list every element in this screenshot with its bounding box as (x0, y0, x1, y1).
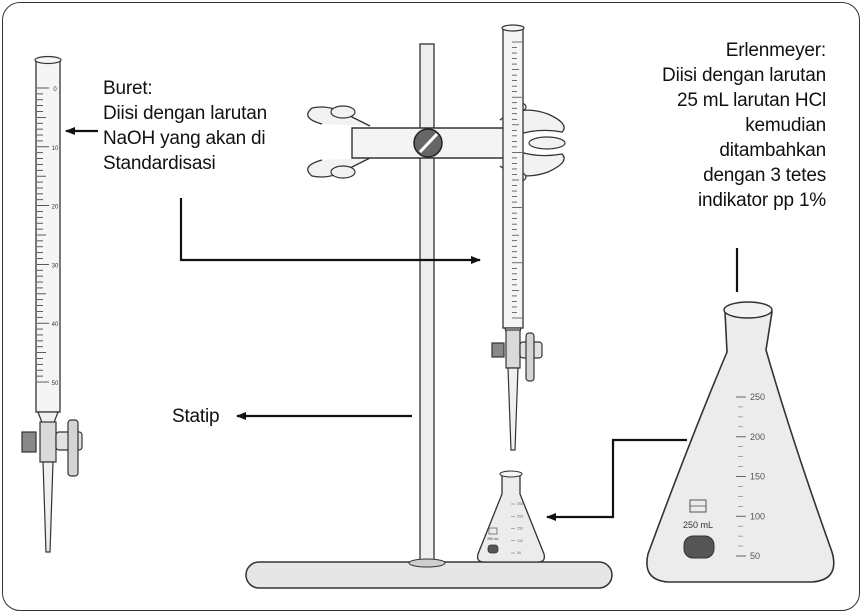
erlenmeyer-label-line: Diisi dengan larutan (662, 65, 826, 86)
burette-on-stand-ticks (512, 41, 522, 319)
erlenmeyer-label-line: Erlenmeyer: (725, 40, 826, 61)
burette-standalone-ticks (37, 87, 49, 383)
scale-number: 250 (750, 392, 765, 402)
stand-rod (419, 43, 435, 565)
scale-number: 50 (750, 551, 760, 561)
stopcock (505, 329, 521, 369)
scale-number: 200 (517, 514, 523, 518)
erlenmeyer-label-line: 25 mL larutan HCl (676, 90, 826, 111)
scale-number: 30 (52, 263, 59, 269)
burette-on-stand (491, 24, 543, 451)
erlenmeyer-small-ticks: 250 200 150 100 50 (511, 502, 523, 555)
burette-clamp (307, 101, 566, 183)
statip-label-text: Statip (172, 406, 220, 427)
buret-label: Buret: Diisi dengan larutan NaOH yang ak… (103, 76, 267, 176)
erlenmeyer-label-line: kemudian (745, 115, 826, 136)
annotation-arrows (65, 127, 739, 521)
arrow-buret-label-to-stand-burette (179, 198, 481, 264)
scale-number: 100 (750, 511, 765, 521)
erlenmeyer-large-volume-mark: 250 mL (683, 520, 713, 530)
erlenmeyer-large-writing-patch (683, 535, 715, 559)
scale-number: 100 (517, 539, 523, 543)
scale-number: 20 (52, 205, 59, 211)
burette-standalone (21, 55, 83, 553)
scale-number: 200 (750, 432, 765, 442)
erlenmeyer-label-line: ditambahkan (719, 140, 826, 161)
stand-rod-foot (408, 558, 446, 568)
erlenmeyer-large-ticks: 250 200 150 100 50 (736, 392, 765, 561)
buret-label-line: NaOH yang akan di (103, 128, 266, 149)
erlenmeyer-large: 250 200 150 100 50 250 mL (646, 301, 835, 583)
scale-number: 0 (53, 87, 57, 93)
erlenmeyer-label-line: dengan 3 tetes (703, 165, 826, 186)
buret-label-line: Standardisasi (103, 153, 216, 174)
erlenmeyer-small: 250 200 150 100 50 250 mL (476, 470, 546, 563)
scale-number: 40 (52, 322, 59, 328)
statip-label: Statip (172, 404, 220, 429)
scale-number: 10 (52, 146, 59, 152)
stand (245, 43, 613, 589)
scale-number: 250 (517, 502, 523, 506)
scale-number: 150 (517, 527, 523, 531)
scale-number: 150 (750, 472, 765, 482)
arrow-large-flask-to-small-flask (546, 438, 687, 521)
scale-number: 50 (517, 551, 521, 555)
scale-number: 50 (52, 381, 59, 387)
burette-standalone-scale: 0 10 20 30 40 50 (52, 87, 59, 387)
erlenmeyer-label-line: indikator pp 1% (698, 190, 826, 211)
erlenmeyer-label: Erlenmeyer: Diisi dengan larutan 25 mL l… (662, 38, 826, 213)
erlenmeyer-small-volume-mark: 250 mL (487, 537, 499, 541)
buret-label-line: Diisi dengan larutan (103, 103, 267, 124)
buret-label-line: Buret: (103, 78, 153, 99)
